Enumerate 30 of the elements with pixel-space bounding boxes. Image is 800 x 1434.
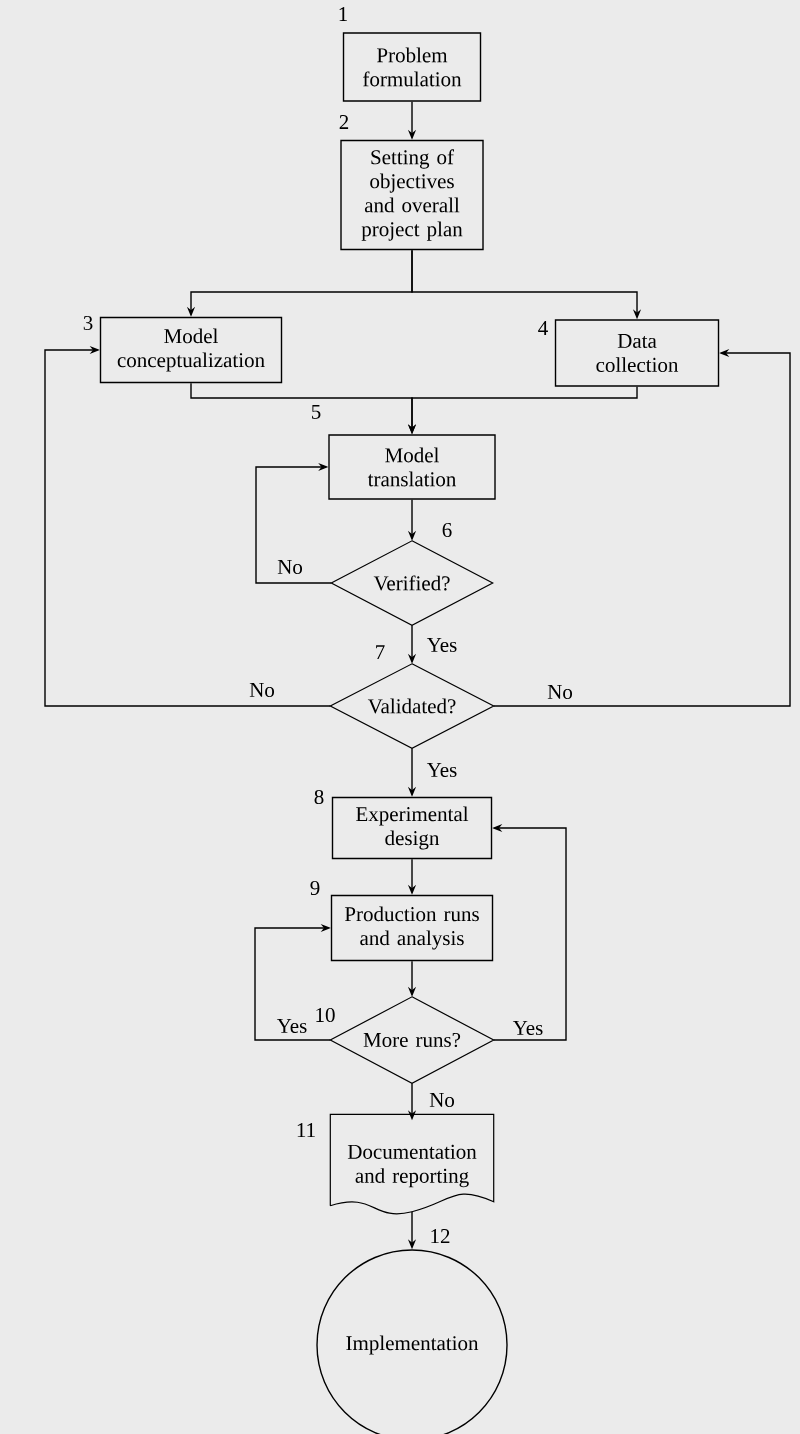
process-box: Model translation (328, 434, 496, 500)
process-box: Data collection (554, 319, 720, 387)
edge-label: Yes (511, 1020, 545, 1036)
process-box: Production runs and analysis (330, 894, 494, 962)
step-number: 9 (310, 880, 320, 896)
step-number: 5 (312, 405, 321, 419)
step-number: 12 (431, 1229, 450, 1243)
step-number: 1 (339, 7, 347, 21)
process-box: Problem formulation (342, 32, 482, 102)
edge-label: Yes (275, 1018, 309, 1034)
document-box: Documentation and reporting (329, 1113, 495, 1215)
process-box: Model conceptualization (99, 316, 283, 384)
arrow (255, 462, 332, 584)
edge-label: No (248, 682, 276, 698)
step-number: 6 (442, 522, 452, 538)
step-number: 2 (339, 115, 349, 129)
step-number: 8 (314, 789, 324, 805)
edge-label: Yes (425, 637, 459, 653)
arrow (44, 345, 331, 707)
process-box: Experimental design (331, 796, 493, 860)
step-number: 7 (376, 645, 385, 659)
edge-label: No (276, 559, 304, 575)
step-number: 11 (297, 1123, 315, 1137)
step-number: 4 (538, 321, 548, 335)
edge-label: No (546, 684, 574, 700)
edge-label: No (428, 1092, 456, 1108)
process-box: Setting of objectives and overall project plan (340, 139, 484, 251)
step-number: 3 (83, 315, 93, 331)
edge-label: Yes (425, 762, 459, 778)
arrow (254, 923, 331, 1041)
